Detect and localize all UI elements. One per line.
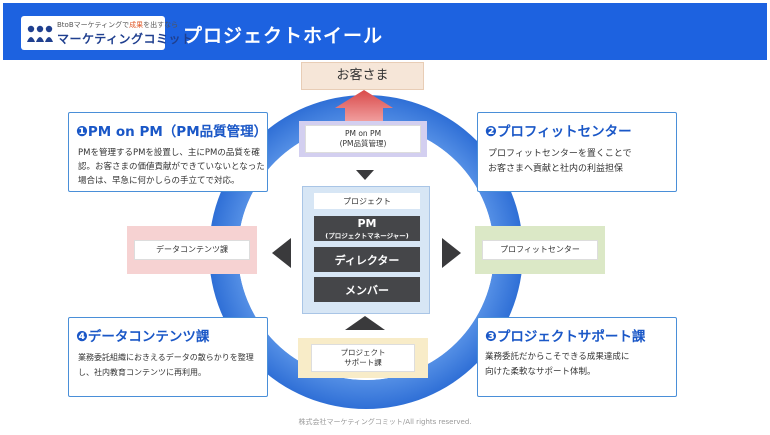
info-desc-pm-on-pm: PMを管理するPMを設置し、主にPMの品質を確 認。お客さまの価値貢献ができてい… xyxy=(78,148,265,186)
logo-tagline: BtoBマーケティングで成果を出すなら xyxy=(57,21,179,29)
data-content-label: データコンテンツ課 xyxy=(134,240,250,260)
pm-row[interactable]: PM (プロジェクトマネージャー) xyxy=(314,216,420,241)
number-3-icon: ❸ xyxy=(485,329,497,345)
logo-people-icon xyxy=(27,25,53,42)
info-title-pm-on-pm: ❶PM on PM（PM品質管理） xyxy=(76,124,268,140)
arrow-up-from-support xyxy=(345,316,385,330)
page-title: プロジェクトホイール xyxy=(183,25,384,47)
info-desc-profit-center: プロフィットセンターを置くことで お客さまへ貢献と社内の利益担保 xyxy=(488,149,632,174)
info-box-pm-on-pm: ❶PM on PM（PM品質管理） PMを管理するPMを設置し、主にPMの品質を… xyxy=(68,112,268,192)
pm-on-pm-label: PM on PM (PM品質管理) xyxy=(305,125,421,153)
director-row[interactable]: ディレクター xyxy=(314,247,420,272)
arrow-right-icon xyxy=(442,238,461,268)
pm-on-pm-tag[interactable]: PM on PM (PM品質管理) xyxy=(299,121,427,157)
arrow-left-icon xyxy=(272,238,291,268)
copyright-footer: 株式会社マーケティングコミット/All rights reserved. xyxy=(298,418,472,426)
info-box-profit-center: ❷プロフィットセンター プロフィットセンターを置くことで お客さまへ貢献と社内の… xyxy=(477,112,677,192)
arrow-down-from-pm xyxy=(356,170,374,180)
number-1-icon: ❶ xyxy=(76,124,88,140)
project-support-tag[interactable]: プロジェクト サポート課 xyxy=(298,338,428,378)
logo-name: マーケティングコミット xyxy=(57,32,194,46)
info-box-data-content: ❹データコンテンツ課 業務委託組織におきえるデータの散らかりを整理 し、社内教育… xyxy=(68,317,268,397)
info-title-project-support: ❸プロジェクトサポート課 xyxy=(485,329,646,345)
info-desc-data-content: 業務委託組織におきえるデータの散らかりを整理 し、社内教育コンテンツに再利用。 xyxy=(78,353,254,377)
pm-sub-label: (プロジェクトマネージャー) xyxy=(325,232,409,240)
info-title-data-content: ❹データコンテンツ課 xyxy=(76,329,210,345)
data-content-tag[interactable]: データコンテンツ課 xyxy=(127,226,257,274)
info-title-profit-center: ❷プロフィットセンター xyxy=(485,124,632,140)
profit-center-tag[interactable]: プロフィットセンター xyxy=(475,226,605,274)
arrow-up-customer xyxy=(335,90,393,122)
number-2-icon: ❷ xyxy=(485,124,497,140)
company-logo[interactable]: BtoBマーケティングで成果を出すなら マーケティングコミット xyxy=(21,16,193,50)
project-org-box: プロジェクト PM (プロジェクトマネージャー) ディレクター メンバー xyxy=(302,186,430,314)
info-box-project-support: ❸プロジェクトサポート課 業務委託だからこそできる成果達成に 向けた柔軟なサポー… xyxy=(477,317,677,397)
pm-label: PM xyxy=(357,217,377,230)
number-4-icon: ❹ xyxy=(76,329,88,345)
customer-box[interactable]: お客さま xyxy=(301,62,424,90)
project-label: プロジェクト xyxy=(314,193,420,209)
project-support-label: プロジェクト サポート課 xyxy=(311,344,415,372)
header-bar: BtoBマーケティングで成果を出すなら マーケティングコミット プロジェクトホイ… xyxy=(3,3,767,60)
info-desc-project-support: 業務委託だからこそできる成果達成に 向けた柔軟なサポート体制。 xyxy=(485,352,630,377)
profit-center-label: プロフィットセンター xyxy=(482,240,598,260)
member-row[interactable]: メンバー xyxy=(314,277,420,302)
